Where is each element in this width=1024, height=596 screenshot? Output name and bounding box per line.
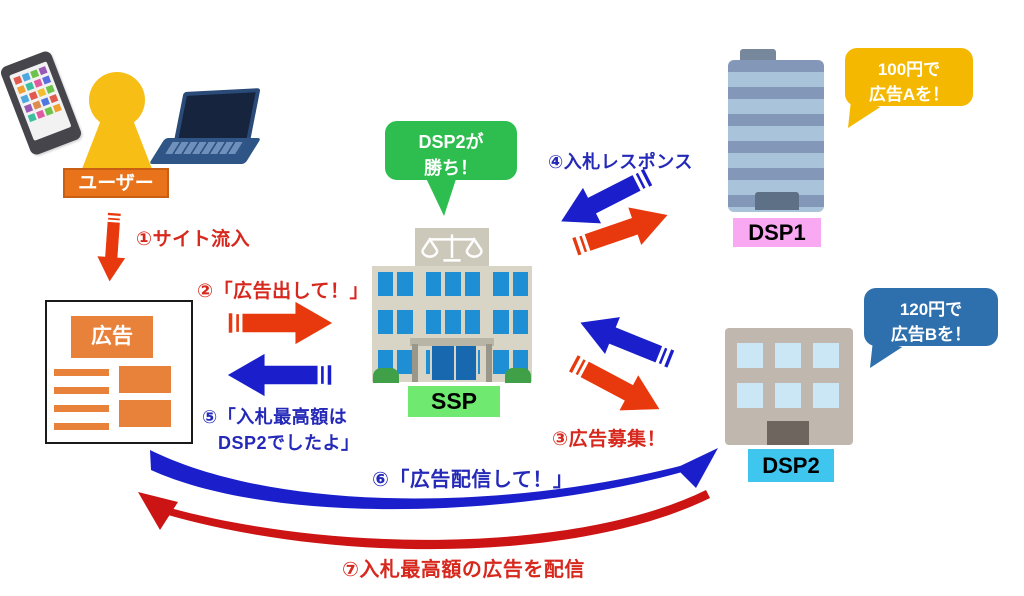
text-line xyxy=(54,369,109,376)
arrow-step5-blue-left xyxy=(227,352,333,398)
text-line xyxy=(54,423,109,430)
bush xyxy=(505,368,531,383)
arrow-step3-blue xyxy=(572,303,680,379)
curve-step6-arrowhead xyxy=(676,448,718,488)
content-block xyxy=(119,366,171,393)
step3-label: ③広告募集！ xyxy=(552,429,667,450)
step4-label: ④入札レスポンス xyxy=(548,152,693,172)
dsp2-speech-bubble: 120円で 広告Bを！ xyxy=(864,288,998,346)
person-body xyxy=(80,116,154,174)
dsp1-label: DSP1 xyxy=(733,218,821,247)
ssp-pillar xyxy=(486,344,492,382)
dsp1-building-icon xyxy=(728,60,824,212)
curve-step7-red xyxy=(168,490,710,550)
ssp-windows-row xyxy=(378,310,528,334)
dsp2-label: DSP2 xyxy=(748,449,834,482)
content-block xyxy=(119,400,171,427)
text-line xyxy=(54,387,109,394)
ssp-speech-bubble: DSP2が 勝ち！ xyxy=(385,121,517,180)
ssp-pillar xyxy=(412,344,418,382)
step7-label: ⑦入札最高額の広告を配信 xyxy=(342,559,585,581)
user-label: ユーザー xyxy=(63,168,169,198)
step1-label: ①サイト流入 xyxy=(136,229,251,250)
balance-scale-icon xyxy=(421,234,483,262)
arrow-step3-red xyxy=(562,344,670,428)
ssp-bubble-tail xyxy=(425,176,457,216)
arrow-step2-red-right xyxy=(227,300,333,346)
ssp-roof-sign xyxy=(415,228,489,268)
ssp-entrance-door xyxy=(430,346,478,380)
arrow-step4-red xyxy=(567,195,675,267)
bush xyxy=(373,368,399,383)
dsp1-rooftop xyxy=(740,49,776,63)
laptop-base xyxy=(148,138,262,164)
ssp-windows-row xyxy=(378,272,528,296)
smartphone-icon xyxy=(0,49,84,157)
text-line xyxy=(54,405,109,412)
curve-step6-blue xyxy=(150,450,686,510)
dsp1-entrance xyxy=(755,192,799,210)
arrow-step1-red-down xyxy=(86,210,139,283)
ssp-awning xyxy=(410,338,494,346)
dsp2-entrance xyxy=(767,421,809,445)
ssp-label: SSP xyxy=(408,386,500,417)
step6-label: ⑥「広告配信して！」 xyxy=(372,469,574,491)
curve-step7-arrowhead xyxy=(138,492,178,530)
ad-slot: 広告 xyxy=(71,316,153,358)
dsp2-windows xyxy=(737,343,841,408)
step2-label: ②「広告出して！」 xyxy=(197,281,370,302)
arrow-step4-blue xyxy=(551,158,659,241)
webpage-card: 広告 xyxy=(45,300,193,444)
delivery-curved-arrows xyxy=(138,448,718,550)
step5-label: ⑤「入札最高額は DSP2でしたよ」 xyxy=(202,407,360,453)
dsp1-speech-bubble: 100円で 広告Aを！ xyxy=(845,48,973,106)
